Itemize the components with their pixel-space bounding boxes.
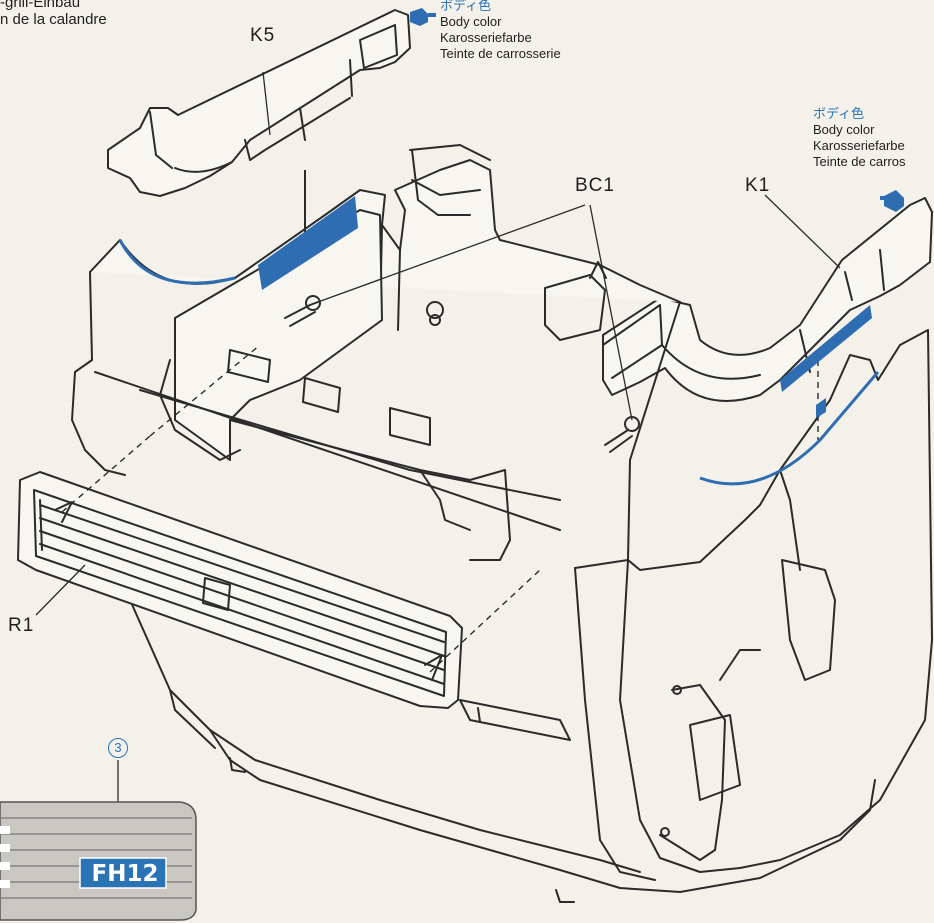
label-k5: K5 xyxy=(250,25,276,46)
paint-note-top-jp: ボディ色 xyxy=(440,0,492,13)
paint-note-right-jp: ボディ色 xyxy=(813,106,865,121)
paint-note-right-fr: Teinte de carros xyxy=(813,154,906,169)
paint-edge-left xyxy=(118,239,236,285)
reference-panel xyxy=(0,801,197,921)
step-title: -grill-Einbau n de la calandre xyxy=(0,0,107,28)
paint-stripe-k1 xyxy=(780,305,872,392)
paint-note-top: ボディ色 Body color Karosseriefarbe Teinte d… xyxy=(440,0,561,62)
paint-edge-right xyxy=(699,371,880,486)
callout-number: 3 xyxy=(108,738,128,758)
paint-note-top-fr: Teinte de carrosserie xyxy=(440,46,561,61)
label-bc1: BC1 xyxy=(575,175,615,196)
paint-note-right-en: Body color xyxy=(813,122,875,137)
paint-bottle-icon-right xyxy=(884,190,904,212)
step-title-line-1: -grill-Einbau xyxy=(0,0,81,11)
paint-bottle-icon-top xyxy=(410,8,428,26)
part-k1-shape xyxy=(602,197,933,402)
paint-stripe-k5 xyxy=(258,196,358,290)
step-title-line-2: n de la calandre xyxy=(0,11,107,28)
paint-note-right-de: Karosseriefarbe xyxy=(813,138,905,153)
paint-note-top-de: Karosseriefarbe xyxy=(440,30,532,45)
grille-r1-shape xyxy=(17,471,463,709)
part-k5-shape xyxy=(107,9,411,197)
label-k1: K1 xyxy=(745,175,771,196)
paint-note-top-en: Body color xyxy=(440,14,502,29)
paint-note-right: ボディ色 Body color Karosseriefarbe Teinte d… xyxy=(813,106,906,170)
cab-body-shape xyxy=(71,144,933,903)
fh12-badge: FH12 xyxy=(91,861,159,887)
label-r1: R1 xyxy=(8,615,35,636)
